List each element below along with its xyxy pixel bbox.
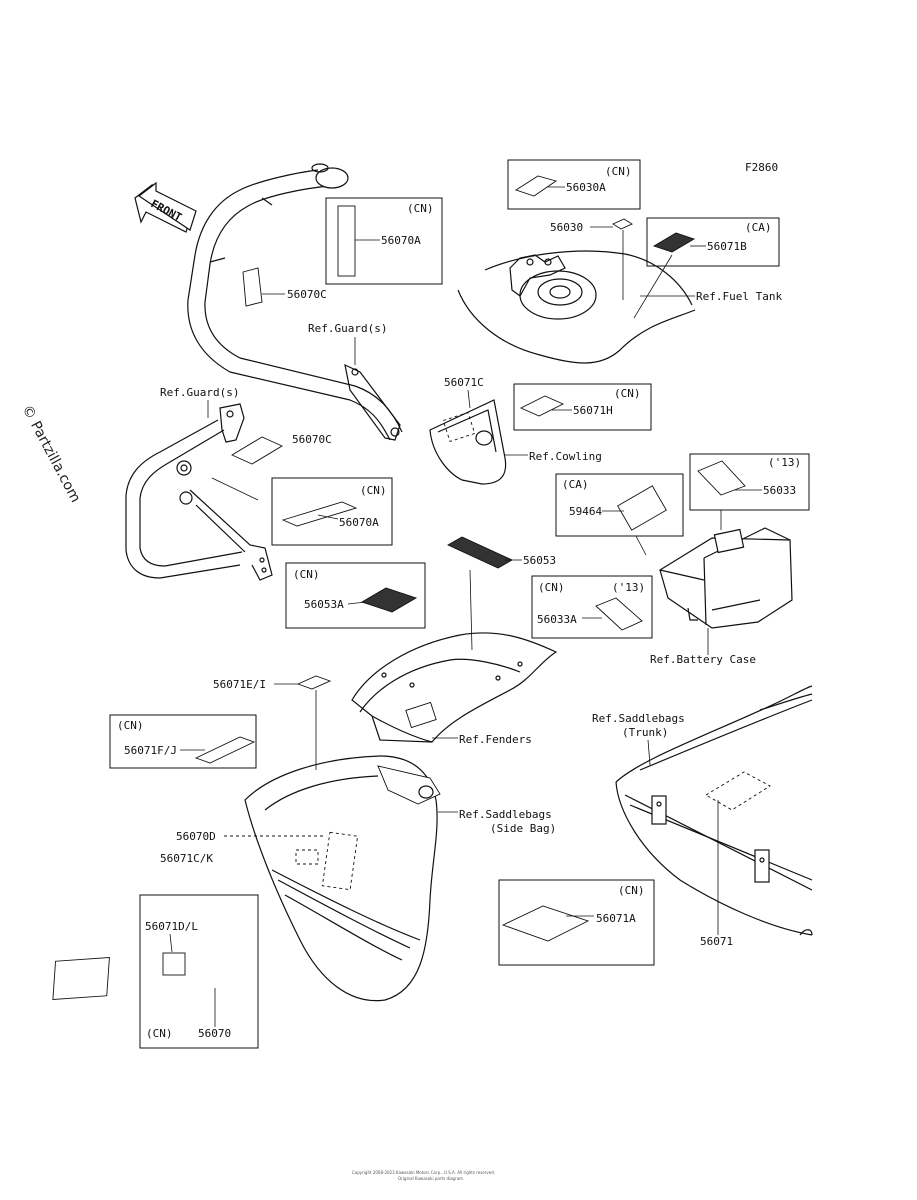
callout-box-56071a [498,879,655,966]
trunk-saddlebag-drawing [615,685,813,936]
ref-saddlebags-side-1: Ref.Saddlebags [459,808,552,821]
tag-13-56033: ('13) [768,456,801,469]
callout-box-56033a [531,575,653,639]
part-56071: 56071 [700,935,733,948]
ref-battery-case: Ref.Battery Case [650,653,756,666]
sticker-56071f-j [194,736,256,764]
part-56033a: 56033A [537,613,577,626]
tag-cn-56053a: (CN) [293,568,320,581]
sticker-56033a [595,597,643,631]
part-56071c: 56071C [444,376,484,389]
battery-case-drawing [659,527,793,629]
engine-guard-left-drawing [125,403,273,581]
part-56033: 56033 [763,484,796,497]
callout-box-56070a-mid [271,477,393,546]
part-59464: 59464 [569,505,602,518]
tag-ca-56071b: (CA) [745,221,772,234]
side-saddlebag-drawing [244,755,441,1002]
part-56071b: 56071B [707,240,747,253]
footer-note: Original Kawasaki parts diagram [398,1176,463,1181]
part-56053a: 56053A [304,598,344,611]
part-56070a-top: 56070A [381,234,421,247]
sticker-56033 [697,460,746,496]
watermark: © Partzilla.com [18,402,83,505]
ref-fuel-tank: Ref.Fuel Tank [696,290,782,303]
callout-box-56033-top [689,453,810,511]
callout-box-56071f-j [109,714,257,769]
part-56030: 56030 [550,221,583,234]
tag-cn-56070a-top: (CN) [407,202,434,215]
figure-code: F2860 [745,161,778,174]
callout-box-56030a [507,159,641,210]
sticker-56030a [514,175,558,197]
cowling-drawing [429,399,507,485]
footer-copyright: Copyright 2008-2023 Kawasaki Motors Corp… [352,1170,495,1175]
callout-box-56071h [513,383,652,431]
part-56071e-i: 56071E/I [213,678,266,691]
sticker-56070a-mid [281,501,358,527]
part-56071c-k: 56071C/K [160,852,213,865]
callout-box-59464 [555,473,684,537]
sticker-56071h [519,395,565,417]
part-56071h: 56071H [573,404,613,417]
part-56070c-mid: 56070C [292,433,332,446]
part-56070d: 56070D [176,830,216,843]
sticker-56071d-l [162,952,186,976]
ref-guard-top: Ref.Guard(s) [308,322,387,335]
tag-13-56033a: ('13) [612,581,645,594]
ref-fenders: Ref.Fenders [459,733,532,746]
tag-cn-56030a: (CN) [605,165,632,178]
callout-box-56070a-top [325,197,443,285]
callout-box-56071d-l [139,894,259,1049]
part-56071d-l: 56071D/L [145,920,198,933]
tag-ca-59464: (CA) [562,478,589,491]
ref-saddlebags-side-2: (Side Bag) [490,822,556,835]
sticker-56070c-mid [231,436,283,465]
tag-cn-56071a: (CN) [618,884,645,897]
tag-cn-56070a-mid: (CN) [360,484,387,497]
sticker-56071e-i [296,675,332,690]
part-56070a-mid: 56070A [339,516,379,529]
front-arrow-icon: FRONT [134,181,197,233]
sticker-56071a [501,905,590,942]
part-56053: 56053 [523,554,556,567]
sticker-56053a [360,587,418,613]
fender-drawing [351,632,558,743]
sticker-56071b [652,232,696,253]
engine-guard-upper-drawing [187,163,403,441]
ref-cowling: Ref.Cowling [529,450,602,463]
tag-cn-56071h: (CN) [614,387,641,400]
sticker-56030 [612,218,633,230]
part-56071f-j: 56071F/J [124,744,177,757]
sticker-56070c-top [242,267,263,307]
ref-saddlebags-trunk-1: Ref.Saddlebags [592,712,685,725]
part-56071a: 56071A [596,912,636,925]
tag-cn-56033a: (CN) [538,581,565,594]
part-56070: 56070 [198,1027,231,1040]
sticker-56070a-top [337,205,356,277]
ref-saddlebags-trunk-2: (Trunk) [622,726,668,739]
fuel-tank-drawing [457,250,696,364]
callout-box-56071b [646,217,780,267]
part-56070c-top: 56070C [287,288,327,301]
tag-cn-56071f-j: (CN) [117,719,144,732]
sticker-59464 [617,485,667,531]
part-56030a: 56030A [566,181,606,194]
sticker-56070 [52,956,110,1001]
ref-guard-left: Ref.Guard(s) [160,386,239,399]
callout-box-56053a [285,562,426,629]
sticker-56053 [447,536,513,569]
tag-cn-56071d-l: (CN) [146,1027,173,1040]
